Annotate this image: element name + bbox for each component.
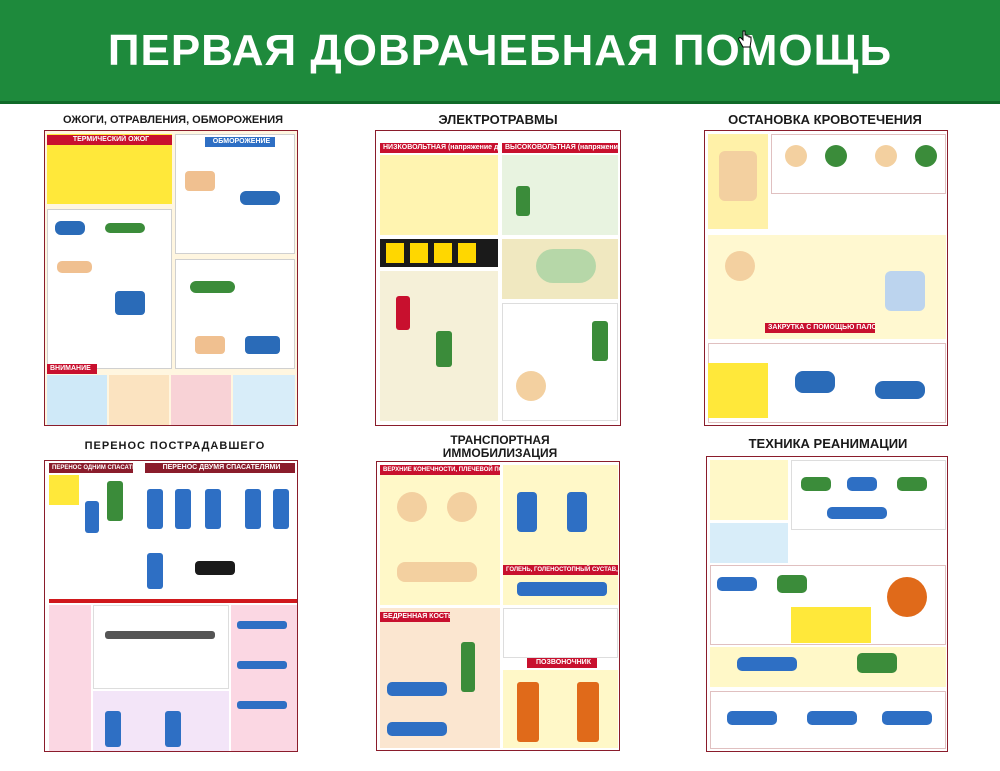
illustration-figure xyxy=(801,477,831,491)
illustration-figure xyxy=(165,711,181,747)
illustration-figure xyxy=(195,336,225,354)
illustration-figure xyxy=(237,701,287,709)
lightning-icon xyxy=(458,243,476,263)
lightning-icon xyxy=(386,243,404,263)
illustration-figure xyxy=(107,481,123,521)
illustration-figure xyxy=(536,249,596,283)
illustration-figure xyxy=(719,151,757,201)
illustration-figure xyxy=(737,657,797,671)
illustration-figure xyxy=(875,145,897,167)
illustration-figure xyxy=(195,561,235,575)
illustration-figure xyxy=(725,251,755,281)
illustration-figure xyxy=(397,492,427,522)
illustration-figure xyxy=(397,562,477,582)
illustration-figure xyxy=(567,492,587,532)
illustration-figure xyxy=(240,191,280,205)
illustration-figure xyxy=(105,223,145,233)
lightning-icon xyxy=(434,243,452,263)
illustration-figure xyxy=(461,642,475,692)
section-spine: ПОЗВОНОЧНИК xyxy=(527,658,597,668)
hand-cursor-icon xyxy=(738,30,752,48)
illustration-figure xyxy=(147,553,163,589)
illustration-figure xyxy=(147,489,163,529)
panel-resus xyxy=(706,456,948,752)
illustration-figure xyxy=(396,296,410,330)
panel-carry: ПЕРЕНОС ОДНИМ СПАСАТЕЛЕМ ПЕРЕНОС ДВУМЯ С… xyxy=(44,460,298,752)
illustration-figure xyxy=(517,582,607,596)
illustration-figure xyxy=(85,501,99,533)
section-attention: ВНИМАНИЕ xyxy=(47,364,97,374)
panel-title-immob: ТРАНСПОРТНАЯ ИММОБИЛИЗАЦИЯ xyxy=(442,433,558,460)
panel-title-carry: ПЕРЕНОС ПОСТРАДАВШЕГО xyxy=(84,440,266,452)
illustration-figure xyxy=(245,489,261,529)
illustration-figure xyxy=(105,631,215,639)
illustration-figure xyxy=(897,477,927,491)
section-two-rescuers: ПЕРЕНОС ДВУМЯ СПАСАТЕЛЯМИ xyxy=(145,463,295,473)
section-upper-limbs: ВЕРХНИЕ КОНЕЧНОСТИ, ПЛЕЧЕВОЙ ПОЯС xyxy=(380,465,500,475)
panel-title-bleeding: ОСТАНОВКА КРОВОТЕЧЕНИЯ xyxy=(728,112,922,127)
illustration-figure xyxy=(447,492,477,522)
panel-title-burns: ОЖОГИ, ОТРАВЛЕНИЯ, ОБМОРОЖЕНИЯ xyxy=(62,114,284,126)
section-high-voltage: ВЫСОКОВОЛЬТНАЯ (напряжение свыше 1000 В) xyxy=(502,143,618,153)
illustration-figure xyxy=(175,489,191,529)
illustration-figure xyxy=(592,321,608,361)
illustration-figure xyxy=(517,492,537,532)
panel-bleeding: ЗАКРУТКА С ПОМОЩЬЮ ПАЛОЧКИ xyxy=(704,130,948,426)
section-frostbite: ОБМОРОЖЕНИЕ xyxy=(205,137,275,147)
section-one-rescuer: ПЕРЕНОС ОДНИМ СПАСАТЕЛЕМ xyxy=(49,463,133,473)
page-banner: ПЕРВАЯ ДОВРАЧЕБНАЯ ПОМОЩЬ xyxy=(0,0,1000,104)
illustration-figure xyxy=(237,621,287,629)
illustration-figure xyxy=(190,281,235,293)
illustration-figure xyxy=(185,171,215,191)
illustration-figure xyxy=(825,145,847,167)
lightning-icon xyxy=(410,243,428,263)
illustration-figure xyxy=(245,336,280,354)
illustration-figure xyxy=(517,682,539,742)
panel-title-resus: ТЕХНИКА РЕАНИМАЦИИ xyxy=(748,436,908,451)
section-thermal-burn: ТЕРМИЧЕСКИЙ ОЖОГ xyxy=(47,135,172,145)
illustration-figure xyxy=(115,291,145,315)
illustration-figure xyxy=(516,186,530,216)
illustration-figure xyxy=(827,507,887,519)
illustration-figure xyxy=(885,271,925,311)
illustration-figure xyxy=(577,682,599,742)
illustration-figure xyxy=(237,661,287,669)
illustration-figure xyxy=(777,575,807,593)
illustration-figure xyxy=(387,682,447,696)
section-tourniquet-stick: ЗАКРУТКА С ПОМОЩЬЮ ПАЛОЧКИ xyxy=(765,323,875,333)
section-low-voltage: НИЗКОВОЛЬТНАЯ (напряжение до 1000 В) xyxy=(380,143,498,153)
panel-electro: НИЗКОВОЛЬТНАЯ (напряжение до 1000 В) ВЫС… xyxy=(375,130,621,426)
illustration-figure xyxy=(875,381,925,399)
page-title: ПЕРВАЯ ДОВРАЧЕБНАЯ ПОМОЩЬ xyxy=(107,25,893,75)
illustration-figure xyxy=(717,577,757,591)
illustration-figure xyxy=(273,489,289,529)
illustration-figure xyxy=(785,145,807,167)
illustration-figure xyxy=(795,371,835,393)
illustration-figure xyxy=(105,711,121,747)
illustration-figure xyxy=(436,331,452,367)
illustration-figure xyxy=(516,371,546,401)
illustration-figure xyxy=(857,653,897,673)
panel-immob: ВЕРХНИЕ КОНЕЧНОСТИ, ПЛЕЧЕВОЙ ПОЯС ГОЛЕНЬ… xyxy=(376,461,620,751)
illustration-figure xyxy=(882,711,932,725)
panel-title-electro: ЭЛЕКТРОТРАВМЫ xyxy=(438,112,558,127)
illustration-figure xyxy=(727,711,777,725)
panel-burns: ТЕРМИЧЕСКИЙ ОЖОГ ОБМОРОЖЕНИЕ ВНИМАНИЕ xyxy=(44,130,298,426)
illustration-figure xyxy=(887,577,927,617)
illustration-figure xyxy=(915,145,937,167)
illustration-figure xyxy=(387,722,447,736)
illustration-figure xyxy=(847,477,877,491)
illustration-figure xyxy=(57,261,92,273)
illustration-figure xyxy=(205,489,221,529)
illustration-figure xyxy=(55,221,85,235)
section-femur: БЕДРЕННАЯ КОСТЬ xyxy=(380,612,450,622)
section-shin-foot: ГОЛЕНЬ, ГОЛЕНОСТОПНЫЙ СУСТАВ, СТОПА xyxy=(503,565,618,575)
illustration-figure xyxy=(807,711,857,725)
